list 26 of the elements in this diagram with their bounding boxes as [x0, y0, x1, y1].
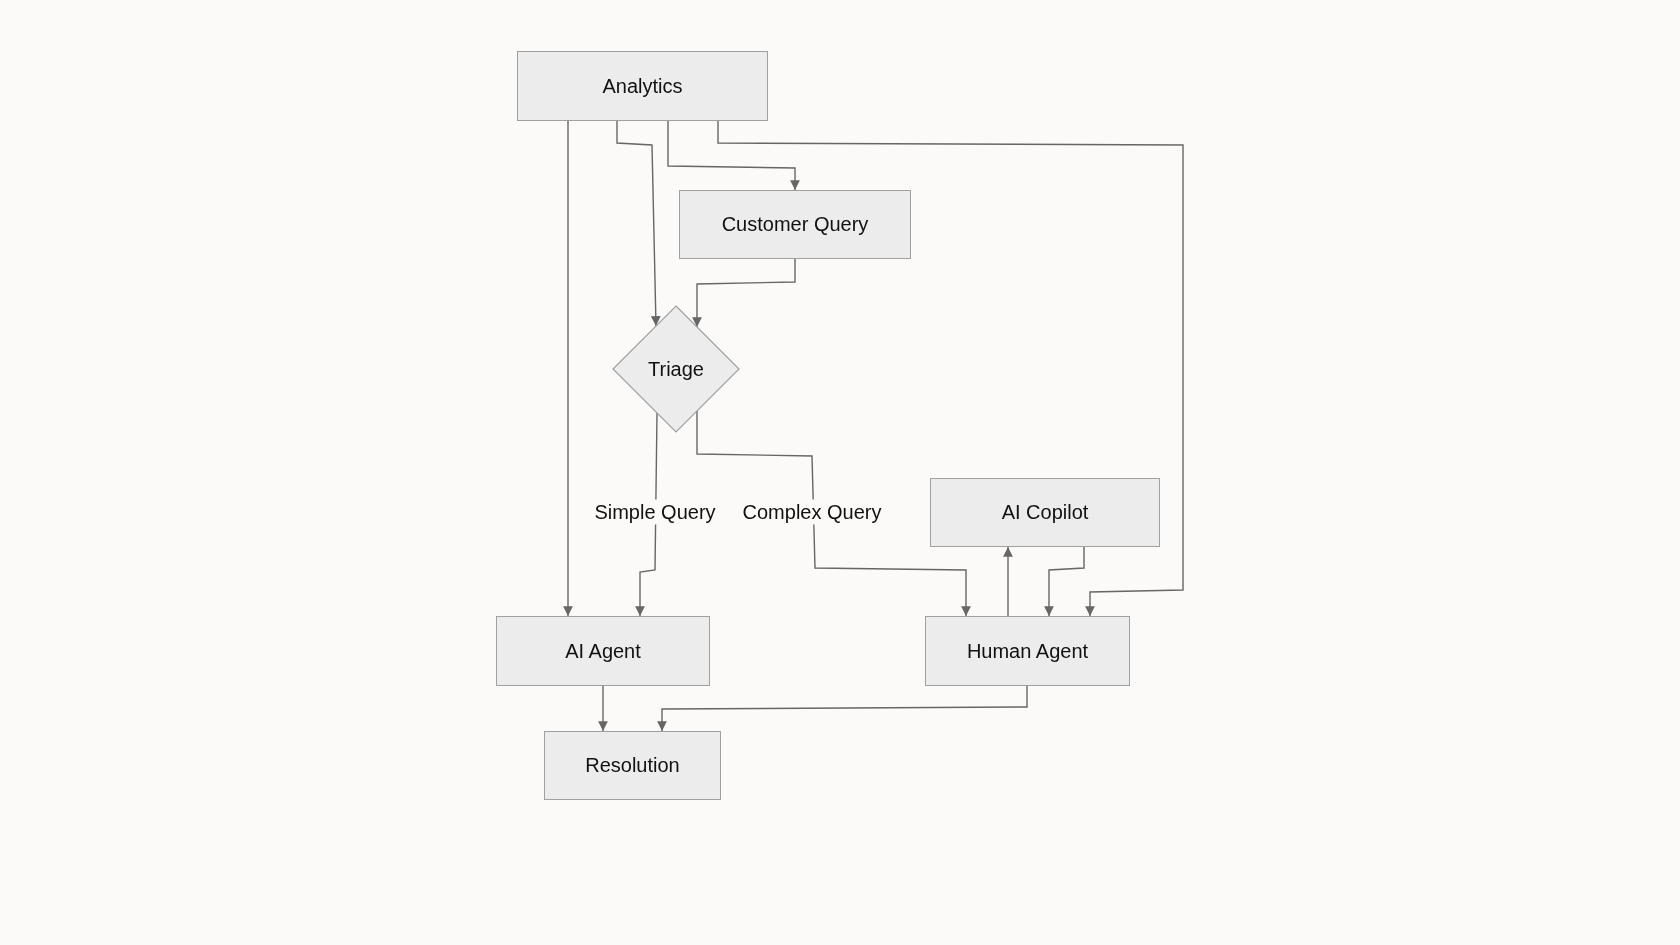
node-label: Analytics [602, 74, 683, 98]
arrow [657, 685, 1028, 732]
process-box [496, 616, 710, 686]
node-label: AI Agent [565, 639, 641, 663]
arrow [692, 258, 796, 328]
node-label: AI Copilot [1001, 501, 1089, 524]
arrow [616, 120, 661, 327]
process-box [517, 51, 768, 121]
arrow [1044, 546, 1085, 617]
process-box [925, 616, 1130, 686]
arrow [717, 120, 1184, 617]
edge-label: Complex Query [740, 499, 884, 525]
node-label: Human Agent [966, 639, 1089, 663]
arrow [667, 120, 800, 191]
node-label: Customer Query [721, 213, 869, 236]
arrow [563, 120, 573, 617]
arrow [598, 685, 608, 732]
node-label: Triage [648, 357, 704, 381]
process-box [930, 478, 1160, 547]
node-label: Resolution [585, 754, 680, 777]
arrow [696, 410, 971, 617]
decision-diamond [613, 306, 739, 432]
process-box [544, 731, 721, 800]
arrow [1003, 546, 1013, 617]
process-box [679, 190, 911, 259]
edge-label: Simple Query [592, 499, 718, 525]
